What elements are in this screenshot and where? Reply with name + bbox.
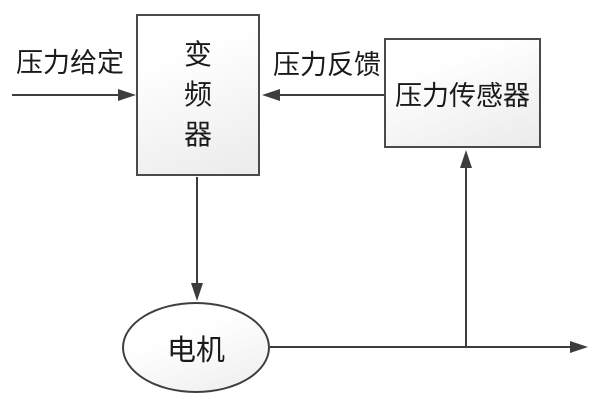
- inverter-box: 变频器: [136, 14, 260, 176]
- setpoint-arrowhead-icon: [118, 89, 136, 101]
- inverter-label: 变频器: [183, 38, 212, 151]
- feedback-arrowhead-icon: [262, 89, 280, 101]
- motor-label: 电机: [166, 332, 225, 367]
- inverter-to-motor-arrowhead-icon: [191, 283, 203, 301]
- motor-output-arrowhead-icon: [570, 341, 588, 353]
- sensor-box: 压力传感器: [384, 38, 541, 148]
- sensor-label: 压力传感器: [395, 80, 530, 112]
- motor-ellipse: 电机: [122, 302, 270, 393]
- feedback-label: 压力反馈: [273, 50, 381, 81]
- setpoint-label: 压力给定: [16, 48, 124, 79]
- output-to-sensor-arrowhead-icon: [460, 150, 472, 168]
